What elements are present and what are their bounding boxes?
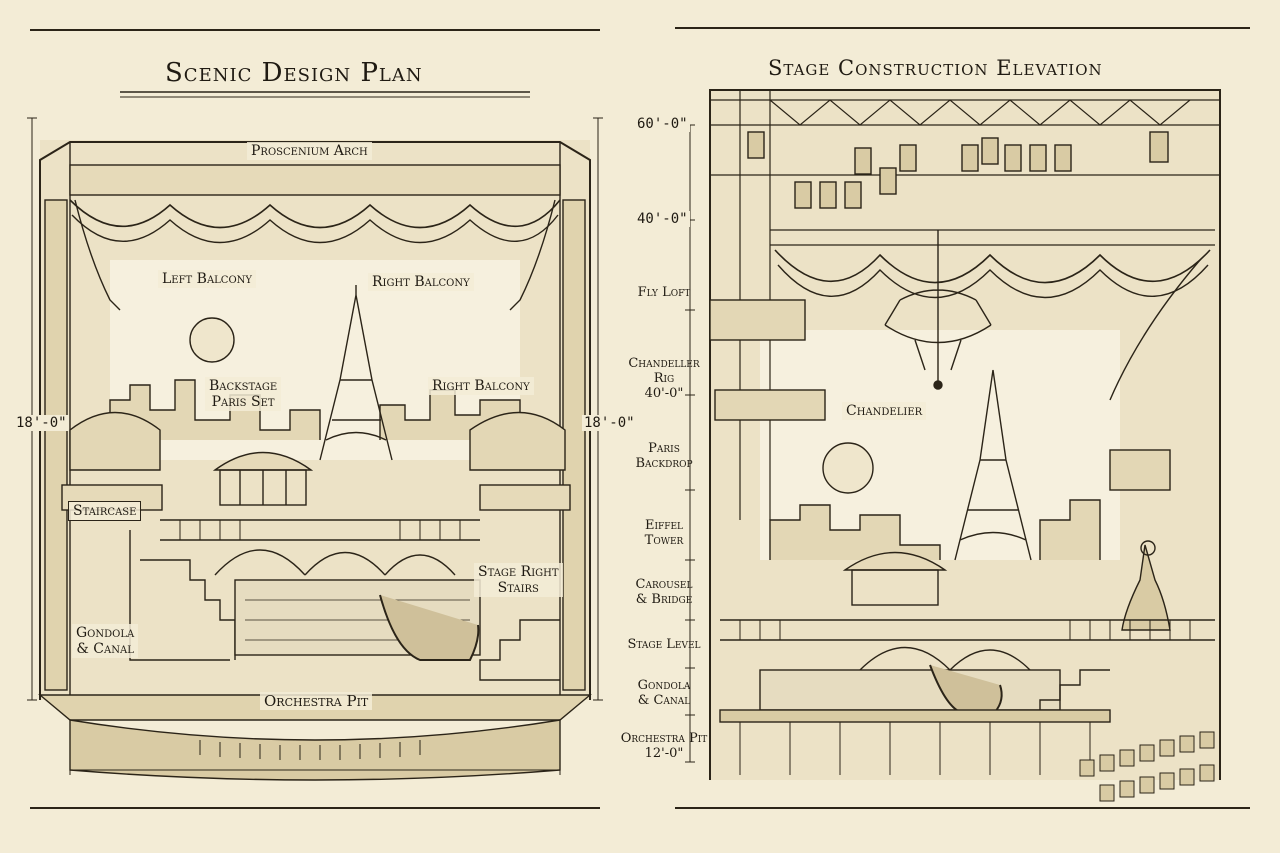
level-stage: Stage Level — [627, 637, 701, 652]
level-paris-backdrop: Paris Backdrop — [635, 441, 693, 471]
label-right-balcony-top: Right Balcony — [368, 273, 474, 291]
plan-title: Scenic Design Plan — [165, 58, 423, 88]
level-chandelier-rig: Chandeller Rig 40'-0" — [628, 356, 700, 401]
plan-drawing — [27, 117, 603, 781]
level-60ft: 60'-0" — [635, 116, 690, 132]
label-backstage-paris-set: Backstage Paris Set — [205, 377, 282, 411]
label-left-balcony: Left Balcony — [158, 270, 257, 288]
level-fly-loft: Fly Loft — [637, 285, 691, 300]
level-orchestra-pit: Orchestra Pit 12'-0" — [620, 731, 708, 761]
label-proscenium-arch: Proscenium Arch — [247, 142, 372, 160]
label-stage-right-stairs: Stage Right Stairs — [474, 563, 563, 597]
level-gondola-canal: Gondola & Canal — [637, 678, 691, 708]
label-staircase: Staircase — [68, 501, 142, 521]
label-gondola-canal: Gondola & Canal — [72, 624, 139, 658]
label-chandelier: Chandelier — [842, 402, 927, 420]
dimension-left: 18'-0" — [14, 415, 69, 431]
level-carousel-bridge: Carousel & Bridge — [635, 577, 693, 607]
elevation-title: Stage Construction Elevation — [768, 56, 1103, 80]
dimension-right: 18'-0" — [582, 415, 637, 431]
level-eiffel-tower: Eiffel Tower — [644, 518, 684, 548]
label-orchestra-pit: Orchestra Pit — [260, 692, 373, 710]
elevation-drawing — [685, 89, 1221, 802]
level-40ft: 40'-0" — [635, 211, 690, 227]
label-right-balcony: Right Balcony — [428, 377, 534, 395]
